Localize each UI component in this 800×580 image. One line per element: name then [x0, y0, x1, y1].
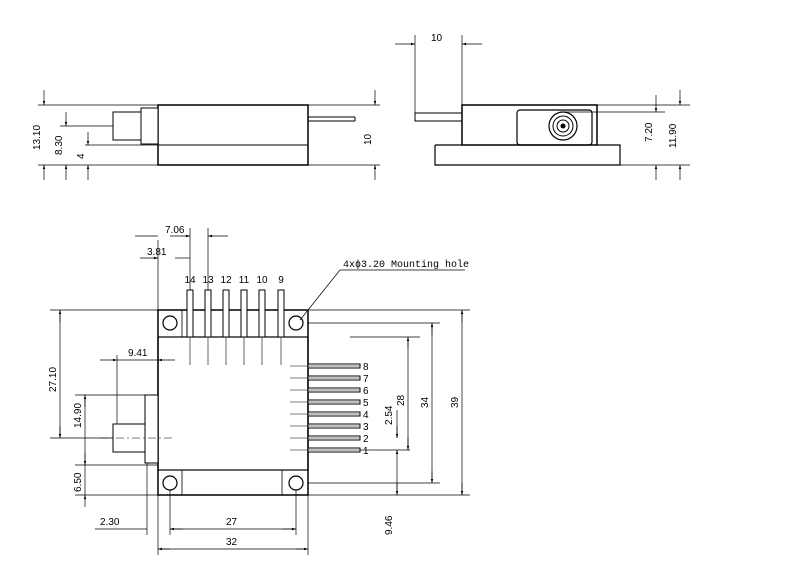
right-pin-label-1: 1	[363, 446, 369, 457]
dim-fiber-offset: 9.41	[128, 348, 148, 359]
dim-bottom-offset: 9.46	[384, 515, 395, 535]
dim-side-fiber-height: 8.30	[54, 135, 65, 155]
mounting-hole-callout: 4xϕ3.20 Mounting hole	[343, 259, 469, 271]
end-view-fiber-port-core	[560, 123, 566, 129]
dim-base-offset: 6.50	[73, 472, 84, 492]
dim-overall-width: 32	[226, 537, 238, 548]
mounting-hole	[162, 315, 178, 331]
dim-left-margin: 2.30	[100, 517, 120, 528]
dim-side-overall-height: 13.10	[32, 125, 43, 150]
dim-pin14-offset: 3.81	[147, 247, 167, 258]
top-pin-label-10: 10	[256, 275, 268, 286]
dim-pin-pitch: 2.54	[384, 405, 395, 425]
dim-end-flange-width: 10	[431, 33, 443, 44]
end-view: 10 7.20 11.90	[395, 33, 690, 180]
top-pin-14	[186, 289, 194, 338]
dim-hole-span: 34	[420, 396, 431, 408]
mounting-hole	[288, 315, 304, 331]
top-pin-9	[277, 289, 285, 338]
dim-end-fiber-center: 7.20	[644, 122, 655, 142]
end-view-base	[434, 144, 621, 166]
top-view-body	[157, 336, 309, 471]
top-pin-label-12: 12	[220, 275, 232, 286]
side-view-base	[157, 144, 309, 166]
dim-end-overall-height: 11.90	[668, 123, 679, 148]
dim-side-body-height: 10	[363, 133, 374, 145]
side-view: 13.10 8.30 4 10	[32, 90, 380, 180]
dim-side-base-height: 4	[76, 153, 87, 159]
top-pin-label-9: 9	[278, 275, 284, 286]
right-pin-label-5: 5	[363, 398, 369, 409]
top-view-package	[157, 309, 309, 496]
top-pin-label-11: 11	[239, 275, 250, 286]
end-view-window	[516, 109, 593, 146]
right-pin-label-3: 3	[363, 422, 369, 433]
dim-left-height: 27.10	[48, 367, 59, 392]
top-pin-11	[240, 289, 248, 338]
dim-pin-span: 28	[396, 394, 407, 406]
side-view-body	[157, 104, 309, 166]
top-pin-12	[222, 289, 230, 338]
right-pin-label-2: 2	[363, 434, 369, 445]
end-view-fiber-tab	[414, 112, 463, 122]
side-view-fiber-nut	[140, 107, 159, 145]
dim-hole-spacing: 27	[226, 517, 238, 528]
mounting-hole	[162, 475, 178, 491]
right-pin-label-4: 4	[363, 410, 369, 421]
dim-pin-spacing: 7.06	[165, 225, 185, 236]
right-pin-label-8: 8	[363, 362, 369, 373]
right-pin-label-7: 7	[363, 374, 369, 385]
mounting-hole	[288, 475, 304, 491]
dim-overall-length: 39	[450, 396, 461, 408]
top-pin-10	[258, 289, 266, 338]
right-pin-label-6: 6	[363, 386, 369, 397]
side-view-fiber-connector	[112, 111, 142, 141]
dim-fiber-to-base: 14.90	[73, 403, 84, 428]
top-pin-13	[204, 289, 212, 338]
top-view-fiber-nut	[144, 394, 159, 464]
